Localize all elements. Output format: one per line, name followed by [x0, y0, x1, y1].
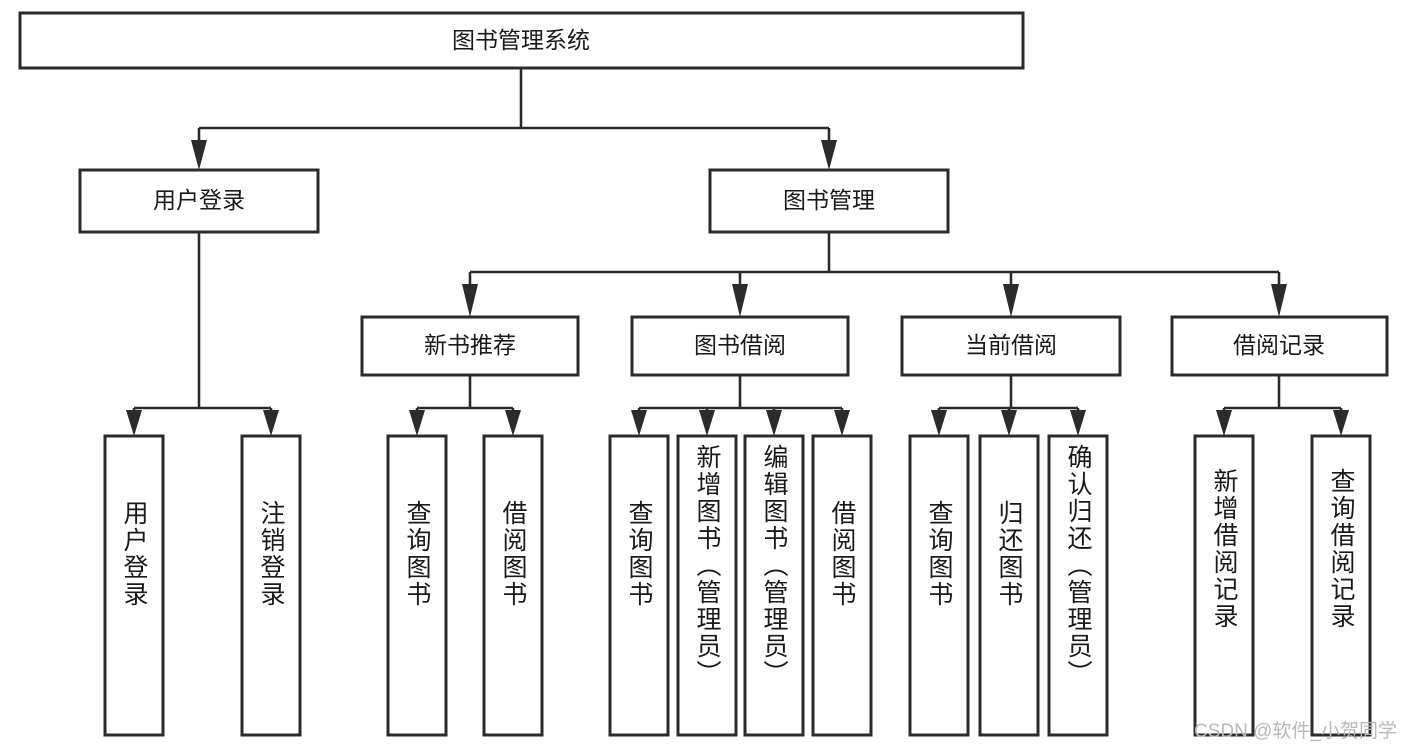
arrow-head-nbr-borrow-book	[505, 410, 521, 436]
node-borrow-record-label: 借阅记录	[1233, 332, 1325, 358]
connector-group-current-borrow	[931, 375, 1086, 436]
arrow-head-cb-query-book	[931, 410, 947, 436]
leaf-box-logout[interactable]	[240, 434, 302, 737]
node-new-book-recommend-label: 新书推荐	[424, 332, 516, 358]
arrow-head-user-login	[191, 140, 207, 170]
arrow-head-cb-return-book	[1001, 410, 1017, 436]
connector-group-book-mgmt	[462, 232, 1287, 317]
leaf-box-nbr-borrow-book[interactable]	[482, 434, 544, 737]
leaf-boxes-user-login	[103, 434, 302, 737]
node-current-borrow[interactable]: 当前借阅	[900, 315, 1122, 377]
node-borrow-record[interactable]: 借阅记录	[1170, 315, 1389, 377]
leaf-box-bb-query-book[interactable]	[608, 434, 670, 737]
leaf-box-bb-edit-book[interactable]	[743, 434, 805, 737]
arrow-head-book-mgmt	[821, 140, 837, 170]
arrow-head-nbr-query-book	[409, 410, 425, 436]
node-user-login-label: 用户登录	[153, 187, 245, 213]
arrow-head-cb-confirm-return	[1070, 410, 1086, 436]
node-book-management-label: 图书管理	[783, 187, 875, 213]
leaf-box-cb-query-book[interactable]	[908, 434, 970, 737]
connector-group-borrow-record	[1216, 375, 1349, 436]
connector-group-book-borrow	[631, 375, 850, 436]
leaf-box-br-add-record[interactable]	[1193, 434, 1255, 737]
node-book-management-box[interactable]	[708, 168, 950, 234]
node-new-book-recommend[interactable]: 新书推荐	[360, 315, 580, 377]
arrow-head-new-book-recommend	[462, 284, 478, 317]
leaf-box-cb-return-book[interactable]	[978, 434, 1040, 737]
node-root[interactable]: 图书管理系统	[18, 11, 1025, 70]
leaf-box-br-query-record[interactable]	[1310, 434, 1372, 737]
arrow-head-br-query-record	[1333, 410, 1349, 436]
node-user-login-box[interactable]	[78, 168, 320, 234]
leaf-box-user-login[interactable]	[103, 434, 165, 737]
arrow-head-borrow-record	[1271, 284, 1287, 317]
node-book-borrow-label: 图书借阅	[694, 332, 786, 358]
node-root-label: 图书管理系统	[452, 27, 590, 53]
connector-group-new-book-recommend	[409, 375, 521, 436]
arrow-head-book-borrow	[732, 284, 748, 317]
arrow-head-br-add-record	[1216, 410, 1232, 436]
leaf-boxes-new-book-recommend	[386, 434, 544, 737]
node-current-borrow-box[interactable]	[900, 315, 1122, 377]
arrow-head-bb-query-book	[631, 410, 647, 436]
arrow-head-leaf-user-login	[126, 410, 142, 436]
arrow-head-current-borrow	[1003, 284, 1019, 317]
leaf-boxes-current-borrow	[908, 434, 1109, 737]
arrow-head-bb-borrow-book	[834, 410, 850, 436]
leaf-box-bb-borrow-book[interactable]	[811, 434, 873, 737]
leaf-box-bb-add-book[interactable]	[676, 434, 738, 737]
node-root-box[interactable]	[18, 11, 1025, 70]
leaf-boxes-borrow-record	[1193, 434, 1372, 737]
node-book-management[interactable]: 图书管理	[708, 168, 950, 234]
arrow-head-bb-add-book	[699, 410, 715, 436]
node-current-borrow-label: 当前借阅	[965, 332, 1057, 358]
leaf-box-cb-confirm-return[interactable]	[1047, 434, 1109, 737]
node-new-book-recommend-box[interactable]	[360, 315, 580, 377]
arrow-head-leaf-logout	[263, 410, 279, 436]
node-book-borrow-box[interactable]	[630, 315, 850, 377]
node-book-borrow[interactable]: 图书借阅	[630, 315, 850, 377]
arrow-head-bb-edit-book	[766, 410, 782, 436]
connector-group-root	[191, 68, 837, 170]
node-borrow-record-box[interactable]	[1170, 315, 1389, 377]
leaf-boxes-book-borrow	[608, 434, 873, 737]
leaf-box-nbr-query-book[interactable]	[386, 434, 448, 737]
node-user-login[interactable]: 用户登录	[78, 168, 320, 234]
connector-group-user-login	[126, 232, 279, 436]
